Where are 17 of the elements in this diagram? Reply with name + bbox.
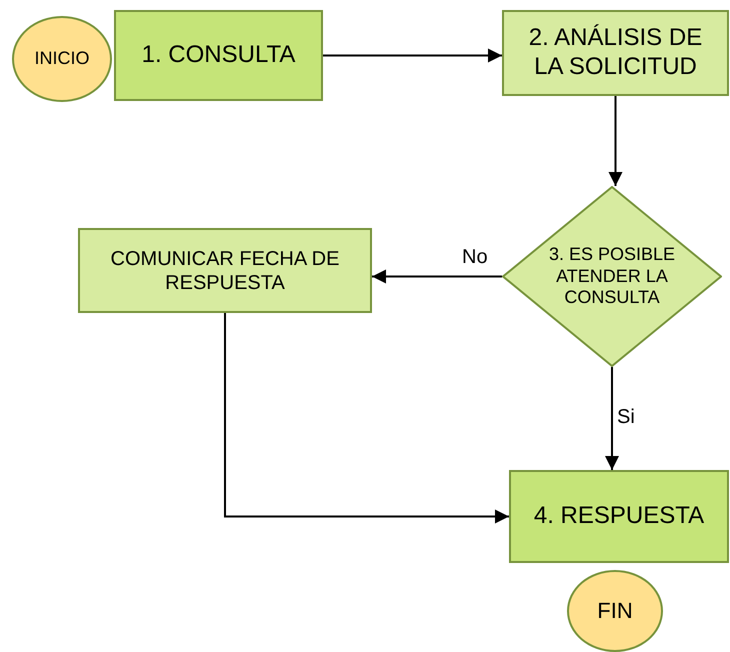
node-label: FIN bbox=[597, 598, 633, 624]
process-box bbox=[502, 10, 729, 96]
node-label: INICIO bbox=[34, 48, 90, 70]
process-box bbox=[509, 470, 729, 563]
arrow bbox=[605, 367, 619, 470]
node-label: COMUNICAR FECHA DE RESPUESTA bbox=[110, 246, 340, 294]
arrow bbox=[372, 270, 502, 284]
node-label: 2. ANÁLISIS DE LA SOLICITUD bbox=[528, 24, 704, 82]
arrow bbox=[224, 313, 509, 524]
process-box bbox=[78, 228, 372, 313]
arrow bbox=[608, 96, 622, 186]
node-label: 3. ES POSIBLE ATENDER LA CONSULTA bbox=[548, 244, 676, 309]
process-box bbox=[114, 10, 323, 101]
node-label: 4. RESPUESTA bbox=[532, 502, 706, 531]
node-label: 1. CONSULTA bbox=[140, 41, 296, 70]
arrow bbox=[323, 48, 502, 62]
decision-diamond bbox=[502, 186, 722, 367]
